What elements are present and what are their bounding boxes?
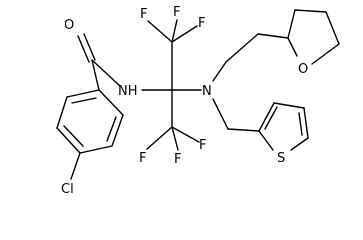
bond — [298, 112, 303, 136]
bond — [258, 130, 274, 151]
bond — [171, 25, 198, 43]
bond — [79, 145, 113, 154]
fluorine-label: F — [174, 152, 181, 167]
bond — [63, 125, 84, 147]
bond — [91, 59, 121, 87]
thiophene-sulfur-label: S — [277, 151, 285, 166]
amine-nitrogen-label: N — [202, 84, 212, 99]
bond — [98, 89, 124, 116]
bond — [225, 33, 259, 63]
bond — [56, 96, 68, 129]
bond — [257, 33, 289, 39]
bond — [91, 59, 100, 91]
bond — [294, 9, 327, 13]
bond — [146, 126, 173, 150]
bond — [290, 137, 309, 151]
bond — [66, 89, 100, 98]
bond-lines — [56, 9, 340, 180]
bond — [111, 114, 124, 147]
bond — [287, 37, 298, 57]
bond — [106, 116, 117, 142]
bond — [212, 61, 227, 82]
bond — [147, 20, 173, 43]
fluorine-label: F — [139, 151, 146, 166]
bond — [171, 126, 179, 151]
chlorine-label: Cl — [61, 182, 74, 197]
chemical-structure-diagram: O NH Cl F F F F F F N O S — [56, 5, 340, 197]
bond — [171, 19, 178, 43]
bond — [83, 33, 96, 61]
bond — [287, 9, 296, 39]
bond — [303, 107, 309, 139]
bond — [264, 106, 278, 130]
amide-nh-label: NH — [118, 84, 138, 99]
bond — [56, 127, 81, 154]
fluorine-label: F — [173, 5, 180, 20]
atom-labels: O NH Cl F F F F F F N O S — [61, 5, 308, 197]
bond — [311, 43, 340, 65]
bond — [258, 102, 275, 132]
bond — [77, 35, 90, 63]
fluorine-label: F — [199, 138, 206, 153]
thf-oxygen-label: O — [298, 62, 308, 77]
fluorine-label: F — [198, 16, 205, 31]
fluorine-label: F — [140, 7, 147, 22]
oxygen-carbonyl-label: O — [64, 18, 74, 33]
bond — [325, 11, 340, 45]
bond — [171, 126, 200, 143]
bond — [212, 98, 229, 130]
bond — [70, 152, 81, 180]
bond — [71, 97, 97, 104]
bond — [227, 128, 260, 132]
bond — [273, 102, 305, 109]
